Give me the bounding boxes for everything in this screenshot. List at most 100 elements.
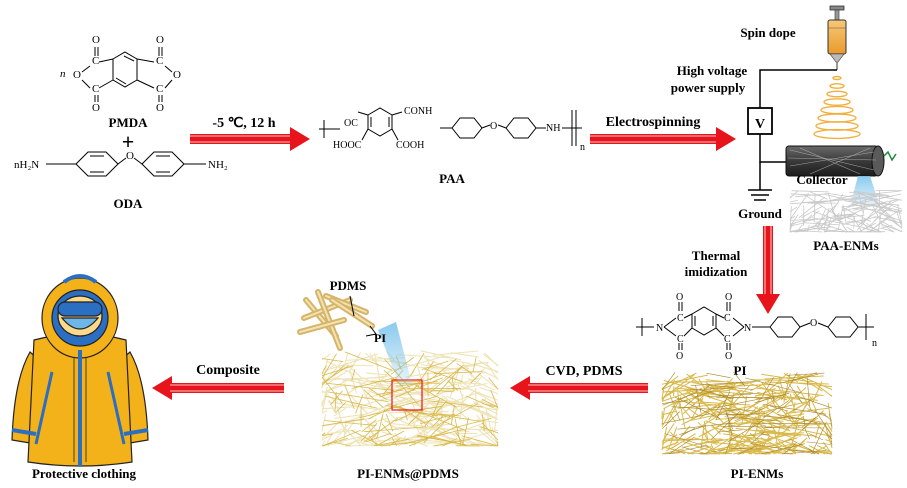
fiber-strand bbox=[420, 423, 453, 429]
fiber-strand bbox=[388, 391, 432, 410]
fiber-strand bbox=[803, 416, 806, 426]
fiber-strand bbox=[417, 391, 446, 418]
pmda-bonds bbox=[81, 47, 173, 102]
fiber-strand bbox=[671, 406, 738, 412]
fiber-strand bbox=[727, 419, 765, 443]
fiber-strand bbox=[878, 190, 881, 215]
fiber-strand bbox=[429, 365, 464, 393]
fiber-strand bbox=[843, 206, 847, 222]
fiber-strand bbox=[706, 384, 753, 390]
fiber-strand bbox=[751, 379, 792, 381]
fiber-strand bbox=[705, 379, 748, 385]
fiber-strand bbox=[866, 194, 903, 201]
fiber-strand bbox=[661, 400, 688, 404]
fiber-strand bbox=[788, 383, 803, 403]
fiber-strand bbox=[664, 452, 680, 455]
fiber-strand bbox=[478, 373, 499, 390]
fiber-strand bbox=[853, 216, 856, 229]
fiber-strand bbox=[789, 218, 815, 221]
fiber-strand bbox=[449, 359, 471, 365]
fiber-strand bbox=[668, 437, 695, 455]
fiber-strand bbox=[661, 434, 678, 445]
fiber-strand bbox=[750, 443, 816, 454]
fiber-strand bbox=[686, 389, 732, 405]
fiber-strand bbox=[430, 435, 469, 447]
fiber-strand bbox=[664, 433, 710, 448]
fiber-strand bbox=[322, 377, 343, 404]
fiber-strand bbox=[868, 203, 903, 212]
fiber-strand bbox=[416, 435, 450, 442]
fiber-strand bbox=[321, 433, 333, 437]
fiber-strand bbox=[789, 225, 823, 232]
paa-n: n bbox=[580, 142, 585, 153]
fiber-strand bbox=[363, 389, 384, 409]
fiber-strand bbox=[368, 435, 378, 447]
fiber-strand bbox=[710, 411, 740, 440]
fiber-strand bbox=[494, 406, 498, 431]
pi-n: n bbox=[872, 338, 877, 349]
fiber-strand bbox=[788, 381, 833, 388]
fiber-strand bbox=[343, 352, 349, 369]
fiber-strand bbox=[869, 190, 900, 195]
fiber-strand bbox=[882, 210, 903, 229]
spin-dope-label: Spin dope bbox=[740, 25, 796, 40]
fiber-strand bbox=[814, 421, 821, 439]
fiber-strand bbox=[760, 437, 788, 453]
fiber-strand bbox=[771, 390, 775, 403]
fiber-strand bbox=[321, 365, 349, 384]
fiber-strand bbox=[682, 400, 721, 407]
fiber-strand bbox=[383, 396, 437, 411]
fiber-strand bbox=[463, 361, 489, 367]
fiber-strand bbox=[789, 200, 798, 203]
fiber-strand bbox=[373, 438, 410, 447]
fiber-strand bbox=[374, 353, 382, 384]
fiber-strand bbox=[881, 220, 903, 233]
fiber-strand bbox=[681, 410, 710, 426]
pmda-o-bot-left: O bbox=[92, 102, 100, 114]
fiber-strand bbox=[431, 415, 444, 428]
fiber-strand bbox=[478, 425, 499, 444]
fiber-strand bbox=[482, 353, 499, 366]
fiber-strand bbox=[825, 439, 833, 443]
fiber-strand bbox=[462, 417, 469, 444]
fiber-strand bbox=[823, 207, 830, 231]
fiber-strand bbox=[725, 413, 766, 416]
fiber-strand bbox=[661, 426, 668, 451]
fiber-strand bbox=[435, 440, 474, 447]
fiber-strand bbox=[368, 387, 388, 401]
fiber-strand bbox=[481, 398, 499, 408]
fiber-strand bbox=[810, 214, 854, 228]
fiber-strand bbox=[661, 410, 677, 416]
fiber-strand bbox=[748, 437, 793, 455]
fiber-strand bbox=[765, 372, 789, 394]
fiber-strand bbox=[846, 226, 856, 233]
fiber-strand bbox=[848, 191, 893, 198]
fiber-strand bbox=[321, 410, 328, 414]
fiber-strand bbox=[707, 408, 766, 424]
fiber-strand bbox=[460, 373, 464, 386]
fiber-strand bbox=[447, 380, 459, 391]
fiber-strand bbox=[470, 373, 482, 384]
fiber-strand bbox=[465, 395, 494, 409]
fiber-strand bbox=[330, 390, 343, 406]
fiber-strand bbox=[429, 358, 457, 381]
fiber-strand bbox=[485, 361, 499, 380]
fiber-strand bbox=[390, 422, 418, 427]
fiber-strand bbox=[663, 387, 702, 410]
fiber-strand bbox=[482, 414, 485, 431]
fiber-strand bbox=[763, 404, 826, 415]
pi-o3: O bbox=[676, 351, 683, 362]
fiber-strand bbox=[379, 390, 397, 398]
fiber-strand bbox=[327, 391, 389, 402]
pmda-c-bl: C bbox=[92, 83, 99, 95]
fiber-strand bbox=[480, 369, 499, 379]
paa-oc: OC bbox=[344, 118, 358, 129]
zoomed-fiber-highlight bbox=[317, 291, 341, 349]
fiber-strand bbox=[770, 405, 788, 412]
fiber-strand bbox=[715, 442, 733, 455]
fiber-strand bbox=[776, 373, 819, 385]
pmda-o-ring-left: O bbox=[73, 69, 81, 81]
fiber-strand bbox=[380, 441, 416, 447]
oda-h2n: nH₂N bbox=[14, 159, 39, 171]
paa-o: O bbox=[490, 121, 497, 132]
